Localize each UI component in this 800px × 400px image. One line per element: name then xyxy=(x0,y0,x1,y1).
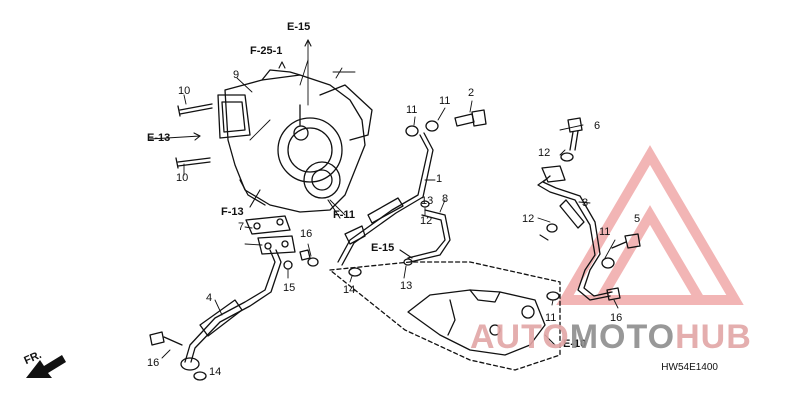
part-label-14-a: 14 xyxy=(343,284,356,296)
stud-bolt-upper xyxy=(177,103,213,117)
part-label-14-b: 14 xyxy=(209,366,222,378)
part-label-12-b: 12 xyxy=(522,213,535,225)
part-label-11-b: 11 xyxy=(439,95,451,107)
part-label-5: 5 xyxy=(634,213,641,225)
ref-label-f25-1: F-25-1 xyxy=(250,45,283,57)
part-label-8: 8 xyxy=(442,193,449,205)
ref-label-e15-top: E-15 xyxy=(287,21,311,33)
part-label-15: 15 xyxy=(283,282,296,294)
turbocharger xyxy=(217,69,373,213)
ref-label-e13: E-13 xyxy=(147,132,171,144)
reference-arrows xyxy=(149,39,556,346)
stud-bolt-lower xyxy=(175,157,211,169)
part-label-16-a: 16 xyxy=(300,228,313,240)
part-label-11-d: 11 xyxy=(545,312,557,324)
part-label-13-a: 12 xyxy=(420,215,433,227)
oil-feed-pipe xyxy=(337,120,439,266)
part-label-16-b: 16 xyxy=(147,357,160,369)
gasket-lower xyxy=(257,235,296,255)
part-label-11-c: 11 xyxy=(599,226,611,238)
front-direction-arrow xyxy=(26,355,66,378)
part-label-12-a: 12 xyxy=(538,147,551,159)
ref-label-f11: F-11 xyxy=(333,209,356,221)
ref-label-f13: F-13 xyxy=(221,206,244,218)
part-label-13-b: 13 xyxy=(400,280,413,292)
gasket-upper xyxy=(245,215,291,235)
part-label-6: 6 xyxy=(594,120,601,132)
oil-return-pipe xyxy=(407,209,451,263)
part-label-1: 1 xyxy=(436,173,443,185)
watermark-text-auto: AUTO xyxy=(470,318,570,356)
ref-label-e15-mid: E-15 xyxy=(371,242,395,254)
engine-block-detail xyxy=(329,261,561,371)
bolt-top-right xyxy=(560,117,583,162)
oil-pipe-lower xyxy=(180,249,282,381)
part-label-13-c: 13 xyxy=(421,195,434,207)
part-label-3: 3 xyxy=(582,197,589,209)
watermark-text-hub: HUB xyxy=(675,318,752,356)
leader-lines xyxy=(161,39,619,359)
part-label-9: 9 xyxy=(233,69,240,81)
watermark-text: AUTOMOTOHUB xyxy=(470,318,752,357)
part-label-16-c: 16 xyxy=(610,312,623,324)
part-label-4: 4 xyxy=(206,292,213,304)
part-label-7: 7 xyxy=(238,221,245,233)
part-label-10-lower: 10 xyxy=(176,172,189,184)
drawing-code: HW54E1400 xyxy=(661,362,718,373)
watermark-logo xyxy=(556,145,744,305)
part-label-2: 2 xyxy=(468,87,475,99)
part-label-10-upper: 10 xyxy=(178,85,191,97)
hose-assembly-right xyxy=(537,165,615,301)
union-bolt xyxy=(454,109,487,127)
ref-label-e10: E-10 xyxy=(563,338,587,350)
part-label-11-a: 11 xyxy=(406,104,418,116)
bolt-right xyxy=(611,233,641,249)
bolt-lower-left xyxy=(149,331,183,346)
watermark-text-moto: MOTO xyxy=(569,318,676,356)
